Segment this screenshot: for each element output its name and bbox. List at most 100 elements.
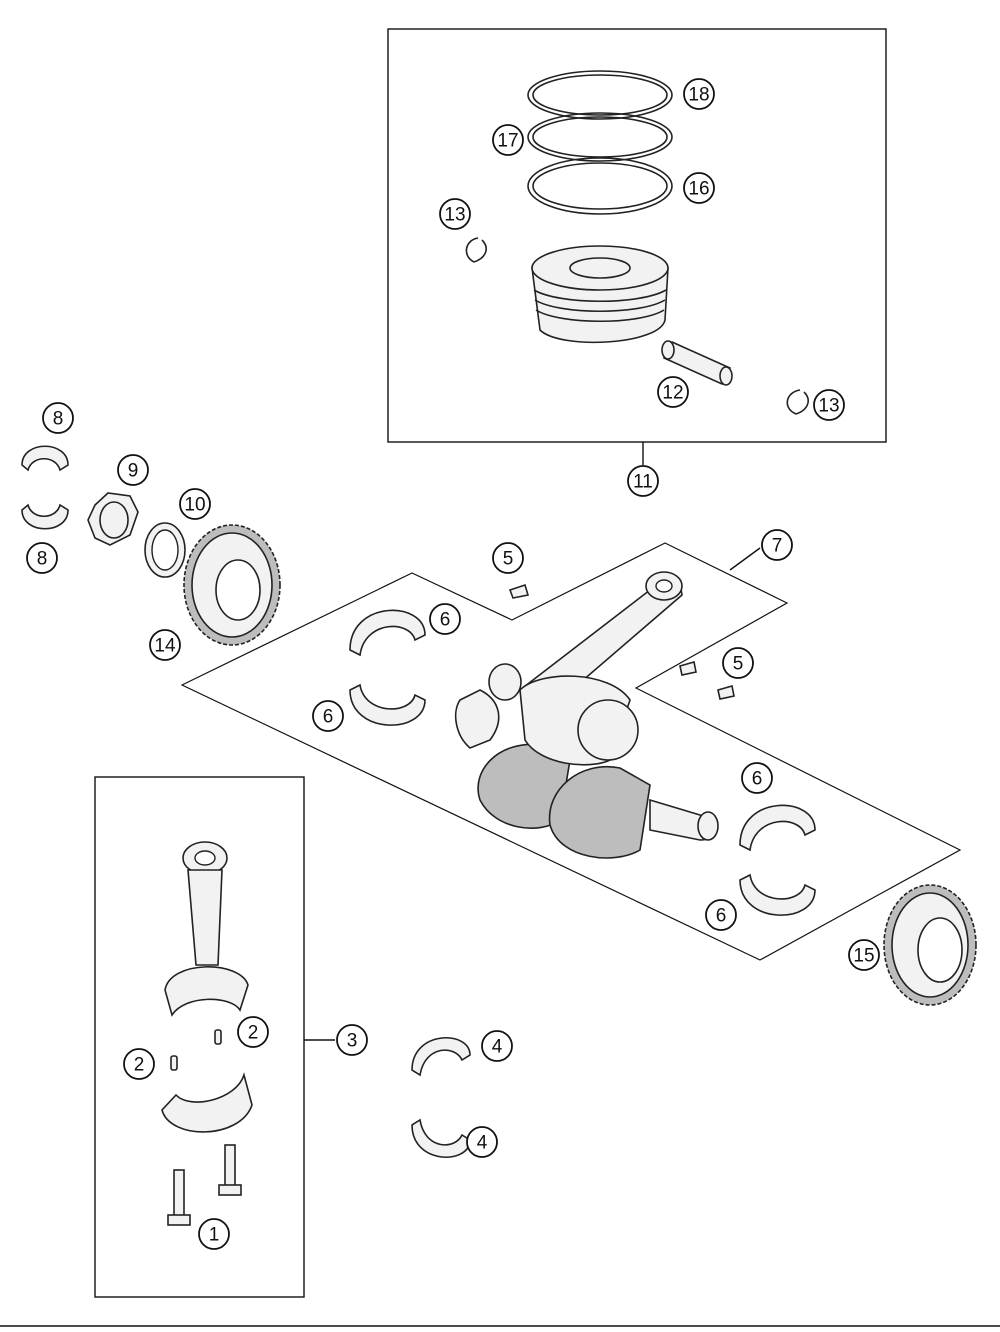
callout-label: 2: [248, 1023, 259, 1044]
connecting-rod-group-box: [94, 776, 305, 1298]
callout-circle: [657, 376, 689, 408]
callout-c11: 11: [627, 465, 659, 497]
circlip-right: [786, 389, 809, 415]
callout-circle: [198, 1218, 230, 1250]
callout-label: 4: [492, 1037, 503, 1058]
callout-label: 6: [323, 707, 334, 728]
callout-label: 5: [503, 549, 514, 570]
bearing-shell-8-lower: [21, 503, 69, 530]
bearing-shell-4-lower: [411, 1118, 471, 1158]
callout-c6c: 6: [741, 762, 773, 794]
callout-circle: [312, 700, 344, 732]
callout-c1: 1: [198, 1218, 230, 1250]
callout-circle: [466, 1126, 498, 1158]
piston-ring-16: [527, 157, 673, 215]
callout-label: 7: [772, 536, 783, 557]
callout-label: 8: [37, 549, 48, 570]
callout-c17: 17: [492, 124, 524, 156]
callout-circle: [439, 198, 471, 230]
callout-c3: 3: [336, 1024, 368, 1056]
piston-group-box: [387, 28, 887, 443]
piston-ring-18: [527, 70, 673, 120]
callout-circle: [429, 603, 461, 635]
callout-c7: 7: [761, 529, 793, 561]
callout-label: 6: [440, 610, 451, 631]
callout-label: 6: [752, 769, 763, 790]
callout-label: 9: [128, 461, 139, 482]
callout-circle: [117, 454, 149, 486]
callout-c6a: 6: [429, 603, 461, 635]
callout-circle: [336, 1024, 368, 1056]
callout-label: 10: [184, 495, 205, 516]
callout-c12: 12: [657, 376, 689, 408]
callout-c10: 10: [179, 488, 211, 520]
callout-circle: [237, 1016, 269, 1048]
callout-label: 13: [444, 205, 465, 226]
piston-pin: [661, 340, 733, 386]
callout-circle: [149, 629, 181, 661]
callout-c18a: 18: [683, 78, 715, 110]
callout-label: 4: [477, 1133, 488, 1154]
callout-label: 12: [662, 383, 683, 404]
callout-circle: [179, 488, 211, 520]
callout-circle: [813, 389, 845, 421]
crankshaft-assembly: [454, 571, 719, 859]
callout-c6d: 6: [705, 899, 737, 931]
callout-c9: 9: [117, 454, 149, 486]
gear-15: [883, 884, 977, 1006]
callout-label: 2: [134, 1055, 145, 1076]
callout-circle: [492, 542, 524, 574]
bearing-shell-6-b: [349, 683, 426, 726]
bearing-shell-4-upper: [411, 1037, 471, 1077]
bearing-shell-6-d: [739, 873, 816, 916]
callout-circle: [761, 529, 793, 561]
callout-label: 11: [633, 472, 653, 493]
callout-circle: [848, 939, 880, 971]
callout-circle: [123, 1048, 155, 1080]
callout-label: 1: [209, 1225, 220, 1246]
crankshaft-group-outline: [180, 542, 962, 961]
callout-label: 8: [53, 409, 64, 430]
callout-c8a: 8: [42, 402, 74, 434]
callout-c5a: 5: [492, 542, 524, 574]
callout-circle: [42, 402, 74, 434]
rod-bolt-b: [218, 1144, 242, 1196]
callout-label: 18: [688, 85, 709, 106]
connecting-rod-cap: [161, 1072, 253, 1133]
callout-circle: [722, 647, 754, 679]
callout-c2a: 2: [237, 1016, 269, 1048]
callout-circle: [683, 78, 715, 110]
key-5-right-a: [679, 660, 697, 676]
callout-c16: 16: [683, 172, 715, 204]
callout-label: 6: [716, 906, 727, 927]
callout-circle: [705, 899, 737, 931]
bearing-shell-8-upper: [21, 445, 69, 472]
callout-circle: [741, 762, 773, 794]
callout-label: 5: [733, 654, 744, 675]
key-5-upper: [508, 583, 530, 599]
piston-ring-17: [527, 112, 673, 162]
callout-label: 15: [853, 946, 874, 967]
primary-gear-14: [183, 524, 281, 646]
callout-circle: [683, 172, 715, 204]
callout-c15: 15: [848, 939, 880, 971]
callout-c4b: 4: [466, 1126, 498, 1158]
callout-c4a: 4: [481, 1030, 513, 1062]
callout-c8b: 8: [26, 542, 58, 574]
circlip-left: [465, 237, 487, 263]
callout-label: 17: [497, 131, 518, 152]
callout-c5b: 5: [722, 647, 754, 679]
dowel-pin-b: [170, 1055, 178, 1071]
bearing-shell-6-c: [739, 804, 816, 852]
callout-c2b: 2: [123, 1048, 155, 1080]
washer: [144, 522, 186, 578]
callout-label: 13: [818, 396, 839, 417]
dowel-pin-a: [214, 1029, 222, 1045]
callout-circle: [481, 1030, 513, 1062]
callout-label: 14: [154, 636, 176, 657]
connecting-rod: [164, 841, 249, 1017]
key-5-right-b: [717, 684, 735, 700]
bearing-shell-6-a: [349, 609, 426, 657]
leader-7: [729, 547, 761, 571]
